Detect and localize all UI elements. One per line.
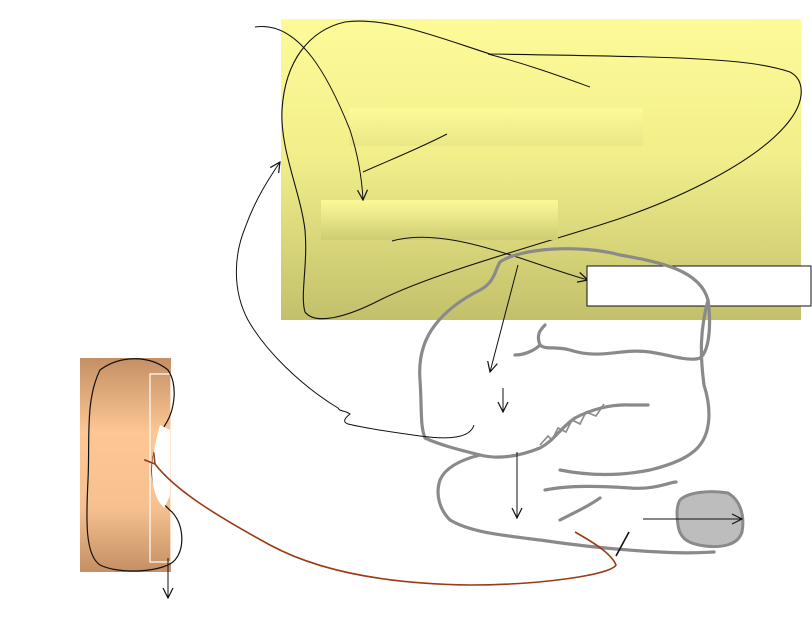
return-arrow-to-kidney [143, 452, 617, 586]
leader-line-band [362, 133, 448, 173]
leader-line-top [487, 53, 591, 88]
intestine [418, 247, 716, 555]
kidney-outline [86, 358, 183, 572]
liver-outline [281, 20, 802, 320]
junction-tick [615, 531, 630, 557]
kidney-inset [149, 373, 172, 563]
kidney-hilum-notch [152, 425, 170, 508]
upper-band [349, 108, 643, 146]
arrow-into-loop [490, 264, 519, 372]
lower-band [321, 200, 558, 240]
inflow-arrow [254, 26, 363, 200]
intestine-jagged [539, 403, 605, 446]
return-path-to-liver [235, 162, 475, 439]
